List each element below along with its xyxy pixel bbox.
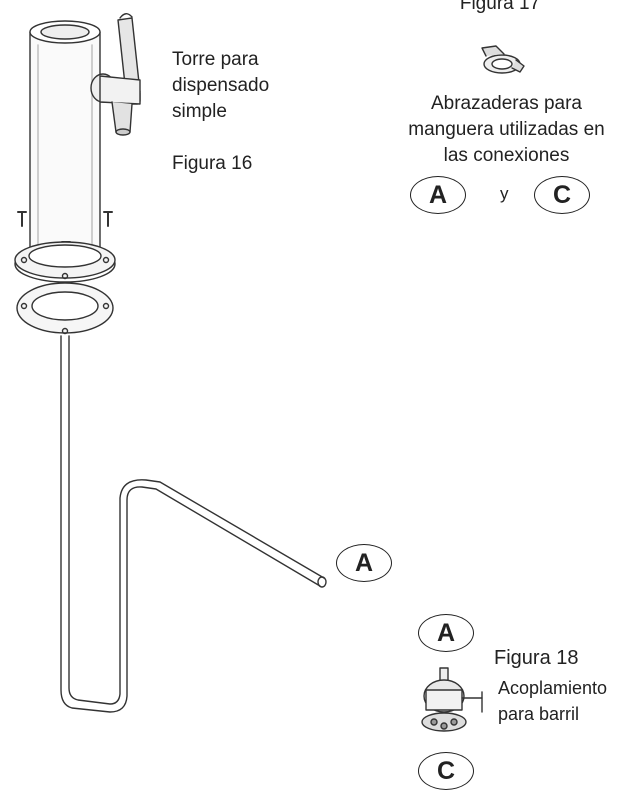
marker-c-clamps: C (534, 176, 590, 214)
clamp-desc-line-3: las conexiones (443, 145, 570, 166)
beer-line (60, 335, 327, 713)
clamp-desc-line-1: Abrazaderas para (430, 93, 583, 114)
tower-label-line-3: simple (172, 101, 227, 122)
tower-label-line-2: dispensado (172, 75, 270, 96)
marker-a-coupler: A (418, 614, 474, 652)
marker-c-coupler: C (418, 752, 474, 790)
coupler-label-line-2: para barril (498, 704, 580, 724)
figure-18-caption: Figura 18 (494, 647, 579, 669)
coupler-label-line-1: Acoplamiento (498, 678, 608, 698)
marker-a-clamps: A (410, 176, 466, 214)
marker-a-tube-end: A (336, 544, 392, 582)
clamp-desc-line-2: manguera utilizadas en (408, 119, 605, 140)
figure-16-caption: Figura 16 (172, 153, 253, 174)
conjunction-text: y (500, 184, 509, 203)
keg-coupler-icon (421, 667, 483, 732)
hose-clamp-icon (481, 45, 525, 74)
tower-label-line-1: Torre para (172, 49, 259, 70)
tower-base-flange (14, 241, 116, 283)
tower-column (29, 20, 101, 255)
gasket (16, 282, 114, 335)
faucet (90, 13, 141, 136)
figure-17-caption: Figura 17 (459, 0, 541, 14)
